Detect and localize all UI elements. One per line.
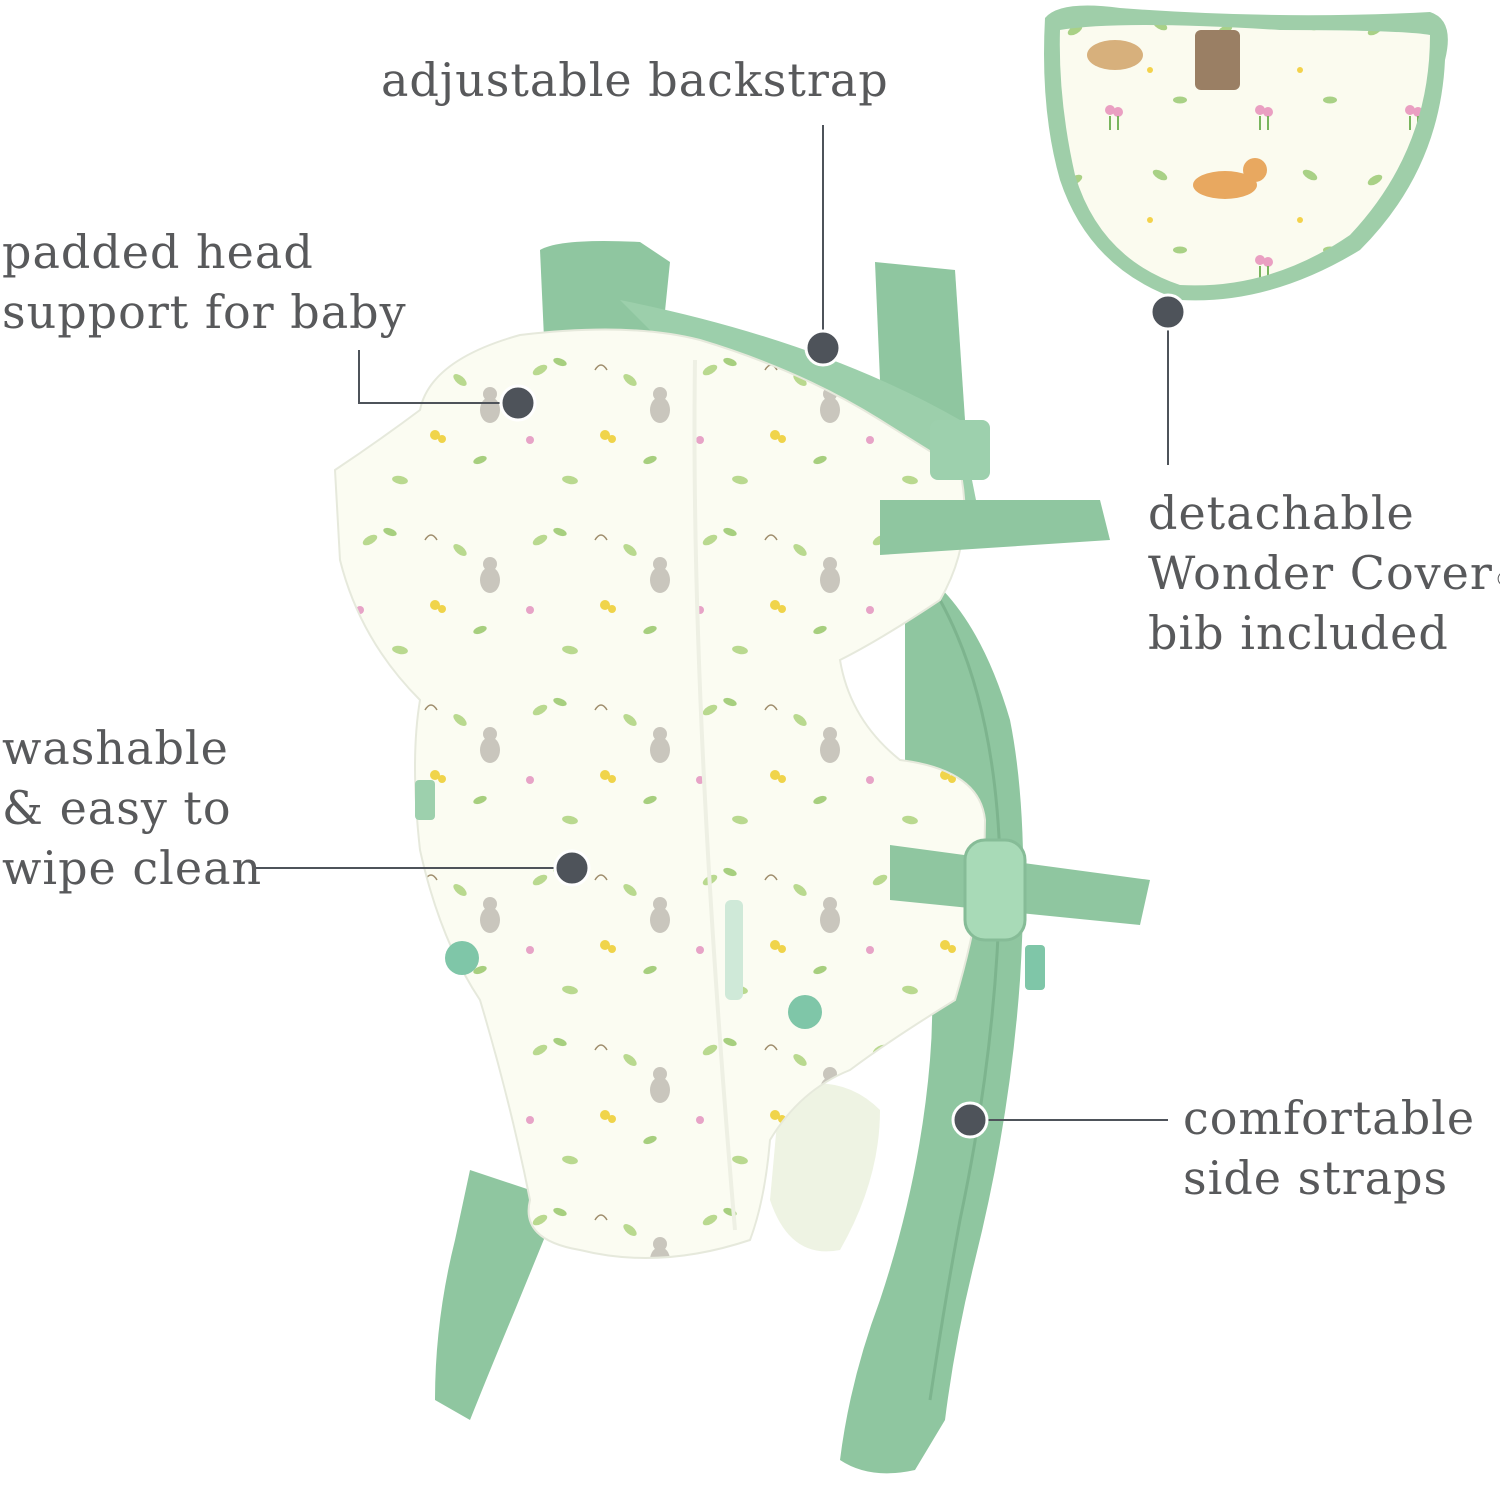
callout-padded-head-support: padded head support for baby (2, 222, 407, 342)
callout-line: side straps (1183, 1151, 1449, 1205)
callout-line-with-mark: Wonder Cover® (1148, 543, 1500, 603)
callout-line: comfortable (1183, 1091, 1476, 1145)
callout-line: adjustable backstrap (381, 53, 889, 107)
callout-side-straps: comfortable side straps (1183, 1088, 1475, 1208)
bib-illustration (1044, 5, 1448, 301)
callout-line: bib included (1148, 606, 1449, 660)
callout-adjustable-backstrap: adjustable backstrap (381, 50, 889, 110)
callout-line: Wonder Cover (1148, 546, 1493, 600)
callout-line: wipe clean (2, 841, 263, 895)
registered-mark: ® (1495, 567, 1500, 591)
callout-washable: washable & easy to wipe clean (2, 718, 262, 898)
callout-line: padded head (2, 225, 314, 279)
callout-line: detachable (1148, 486, 1415, 540)
callout-line: support for baby (2, 285, 407, 339)
callout-line: washable (2, 721, 229, 775)
callout-line: & easy to (2, 781, 232, 835)
callout-detachable-bib: detachable Wonder Cover® bib included (1148, 483, 1500, 663)
